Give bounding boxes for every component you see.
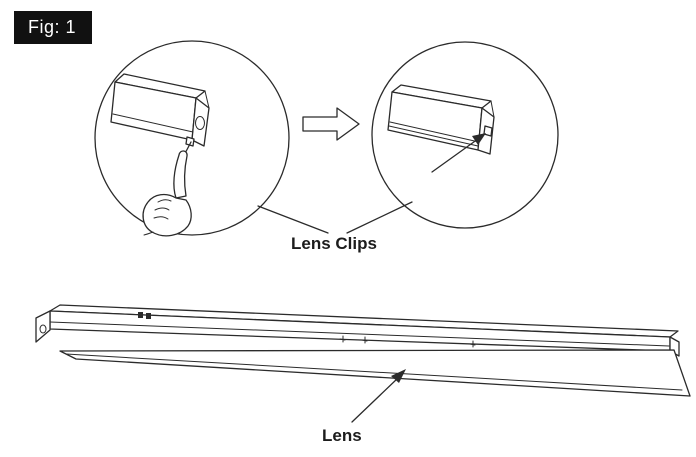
left-detail-circle xyxy=(94,40,290,237)
figure-number-badge: Fig: 1 xyxy=(14,11,93,44)
lens-face xyxy=(59,349,691,397)
index-finger xyxy=(173,150,188,199)
knuckle-line-1 xyxy=(157,199,172,203)
lens-groove-line-1 xyxy=(389,121,480,143)
clip-arrow-icon xyxy=(431,133,486,173)
endcap-top-edge xyxy=(490,100,495,118)
clip-arrow-shaft xyxy=(431,138,479,173)
connector-block-2 xyxy=(146,313,151,319)
block-arrow-icon xyxy=(302,107,360,141)
endcap-top-edge xyxy=(204,90,210,109)
clip-arrow-head xyxy=(472,133,486,145)
lens-arrow-icon xyxy=(351,369,406,423)
knuckle-line-3 xyxy=(153,216,169,220)
figure-number-label: Fig: 1 xyxy=(28,17,77,37)
leader-line-left xyxy=(257,205,329,234)
lens-label: Lens xyxy=(322,426,362,445)
fixture-body xyxy=(35,304,680,357)
fixture-endcap xyxy=(191,97,210,147)
left-endcap xyxy=(35,310,51,343)
left-endcap-hole xyxy=(39,324,47,334)
lens-edge-line xyxy=(65,353,683,391)
lens-clip-right xyxy=(483,125,493,137)
fist xyxy=(142,193,192,237)
hand-icon xyxy=(142,150,192,237)
body-groove-line xyxy=(49,321,670,347)
wrist-line xyxy=(143,231,154,236)
clip-mark-1 xyxy=(339,335,346,343)
lens-clip-left xyxy=(185,136,195,147)
right-detail-circle xyxy=(371,41,559,229)
endcap-hole xyxy=(195,116,205,130)
clip-mark-3 xyxy=(469,340,476,348)
knuckle-line-2 xyxy=(154,207,170,211)
fixture-end-right-icon xyxy=(387,84,495,155)
lens-groove-line xyxy=(112,113,194,133)
lens-arrow-head xyxy=(391,369,406,383)
lens-clips-label: Lens Clips xyxy=(291,234,377,253)
connector-block-1 xyxy=(138,312,143,318)
lens-arrow-shaft xyxy=(351,377,399,423)
fixture-end-left-icon xyxy=(110,73,210,147)
lens-panel xyxy=(59,349,691,397)
lens-groove-line-2 xyxy=(388,125,479,147)
leader-line-right xyxy=(346,201,413,234)
clip-mark-2 xyxy=(361,336,368,344)
